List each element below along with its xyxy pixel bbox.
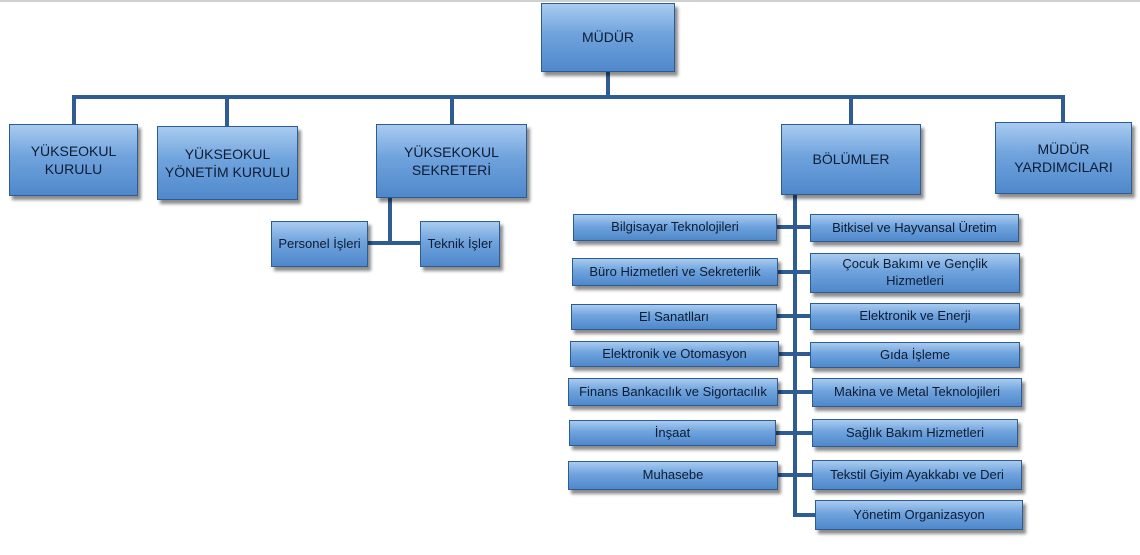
dept-left-2: Büro Hizmetleri ve Sekreterlik [572,258,778,286]
node-yuksekokul-kurulu: YÜKSEOKUL KURULU [9,124,138,196]
top-border [0,0,1140,2]
node-personel-isleri: Personel İşleri [271,221,368,267]
dept-left-1: Bilgisayar Teknolojileri [573,214,777,241]
dept-right-4: Gıda İşleme [810,342,1020,368]
node-yuksekokul-sekreteri: YÜKSEKOKUL SEKRETERİ [376,124,527,198]
dept-right-5: Makina ve Metal Teknolojileri [812,378,1022,407]
dept-left-5: Finans Bankacılık ve Sigortacılık [568,378,778,406]
root-node-mudur: MÜDÜR [541,3,675,72]
dept-right-7: Tekstil Giyim Ayakkabı ve Deri [812,460,1022,490]
dept-right-6: Sağlık Bakım Hizmetleri [812,419,1018,447]
dept-left-6: İnşaat [569,420,776,446]
node-mudur-yardimcilari: MÜDÜR YARDIMCILARI [995,122,1132,194]
dept-left-4: Elektronik ve Otomasyon [570,341,779,367]
dept-left-7: Muhasebe [568,461,778,490]
dept-right-1: Bitkisel ve Hayvansal Üretim [810,214,1019,242]
dept-right-3: Elektronik ve Enerji [810,303,1020,330]
node-teknik-isler: Teknik İşler [420,221,500,267]
dept-right-8: Yönetim Organizasyon [815,500,1023,530]
node-yonetim-kurulu: YÜKSEOKUL YÖNETİM KURULU [157,126,298,200]
dept-right-2: Çocuk Bakımı ve Gençlik Hizmetleri [810,253,1020,293]
dept-left-3: El Sanatlları [571,304,777,330]
node-bolumler: BÖLÜMLER [781,124,921,195]
